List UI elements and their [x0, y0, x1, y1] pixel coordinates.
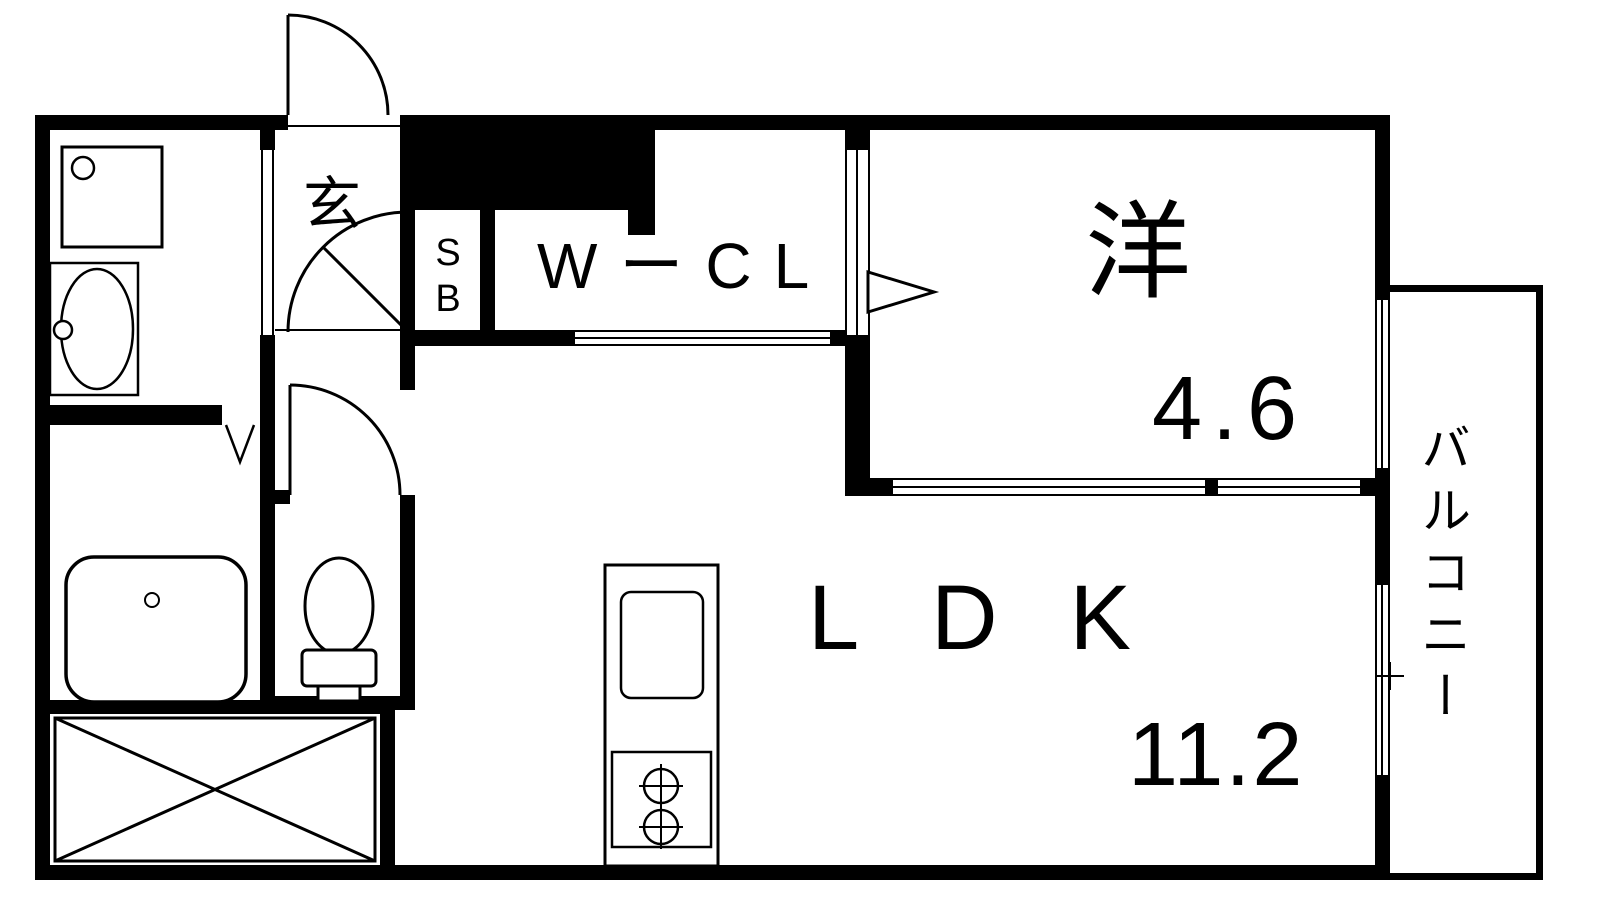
sliding-door-western-1-line [893, 494, 1205, 496]
western-room-area-label: 4.6 [1152, 359, 1308, 459]
wall-balcony-top [1390, 285, 1543, 292]
window-closet-line [575, 337, 830, 339]
entrance-threshold-line [288, 125, 400, 127]
sliding-door-closet-line [856, 150, 858, 335]
window-closet-line [575, 344, 830, 346]
wall-toilet-right [400, 495, 415, 710]
sliding-door-closet-line [868, 150, 870, 335]
window-western-balcony-line [1375, 300, 1377, 468]
toilet-icon [300, 556, 378, 703]
sliding-door-closet-line [845, 150, 847, 335]
wall-block-stub [628, 210, 655, 235]
walk-in-closet-label: WーCL [537, 230, 832, 302]
western-room-label: 洋 [1085, 194, 1191, 312]
sliding-door-washroom-line [261, 150, 263, 335]
entrance-label: 玄 [303, 172, 362, 237]
washbasin-icon [48, 261, 140, 397]
wall-washroom-bathroom [50, 405, 222, 425]
wall-toilet-bottom [260, 696, 415, 710]
window-closet-line [575, 330, 830, 332]
sliding-door-western-1-line [893, 478, 1205, 480]
entrance-door-icon [286, 13, 390, 116]
bath-folding-door-icon [224, 424, 256, 466]
wall-shoebox-left [400, 210, 415, 390]
sliding-door-western-2-line [1218, 486, 1360, 488]
genkan-step-line [275, 329, 400, 331]
wall-outer-left [35, 115, 50, 880]
sliding-door-western-2-line [1218, 478, 1360, 480]
shoe-box-label: SB [427, 232, 469, 324]
sliding-door-western-1-line [893, 486, 1205, 488]
kitchen-counter-icon [603, 563, 720, 868]
wall-entrance-block [400, 115, 655, 210]
window-western-balcony-line [1388, 300, 1390, 468]
balcony-label: バルコニー [1414, 422, 1470, 732]
western-room-door-icon [866, 269, 940, 315]
sliding-door-washroom [260, 150, 275, 335]
ldk-label: LDK [808, 567, 1203, 669]
wall-storage-right [380, 700, 395, 880]
sliding-door-washroom-line [272, 150, 274, 335]
wall-shoebox-right [480, 210, 495, 346]
ldk-area-label: 11.2 [1128, 705, 1305, 805]
bathtub-icon [64, 555, 248, 704]
wall-outer-top-right [655, 115, 1390, 130]
wall-outer-top-left [35, 115, 288, 130]
window-ldk-balcony-line [1375, 585, 1377, 775]
window-western-balcony-line [1381, 300, 1383, 468]
sliding-door-western-2-line [1218, 494, 1360, 496]
wall-balcony-bottom [1390, 873, 1543, 880]
toilet-door-icon [288, 383, 402, 496]
wall-toilet-top-stub [260, 490, 290, 504]
washing-machine-pan-icon [60, 145, 164, 249]
crossed-storage-box-icon [53, 716, 377, 863]
window-ldk-balcony-line [1388, 585, 1390, 775]
window-ldk-balcony-line [1381, 585, 1383, 775]
wall-outer-bottom [35, 865, 1390, 880]
wall-balcony-right [1536, 285, 1543, 880]
